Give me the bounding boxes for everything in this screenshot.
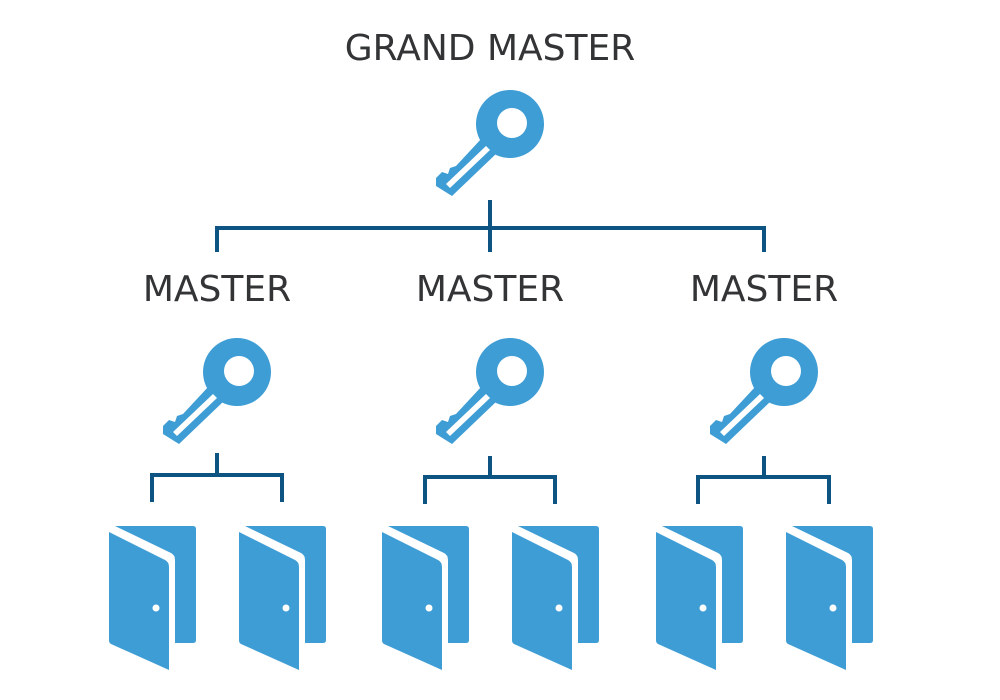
master-label: MASTER (415, 269, 565, 310)
door-icon (786, 526, 873, 670)
door-icon (512, 526, 599, 670)
master-2-connector (423, 456, 557, 504)
door-icon (239, 526, 326, 670)
door-icon (109, 526, 196, 670)
master-1-connector (150, 453, 284, 502)
master-label: MASTER (142, 269, 292, 310)
grand-master-label: GRAND MASTER (344, 28, 636, 69)
door-icon (656, 526, 743, 670)
door-icon (382, 526, 469, 670)
master-key-icon (710, 338, 818, 444)
master-key-icon (163, 338, 271, 444)
master-label: MASTER (689, 269, 839, 310)
grand-master-key-icon (436, 90, 544, 196)
master-3-connector (696, 456, 831, 504)
root-connector (215, 200, 766, 252)
master-key-icon (436, 338, 544, 444)
